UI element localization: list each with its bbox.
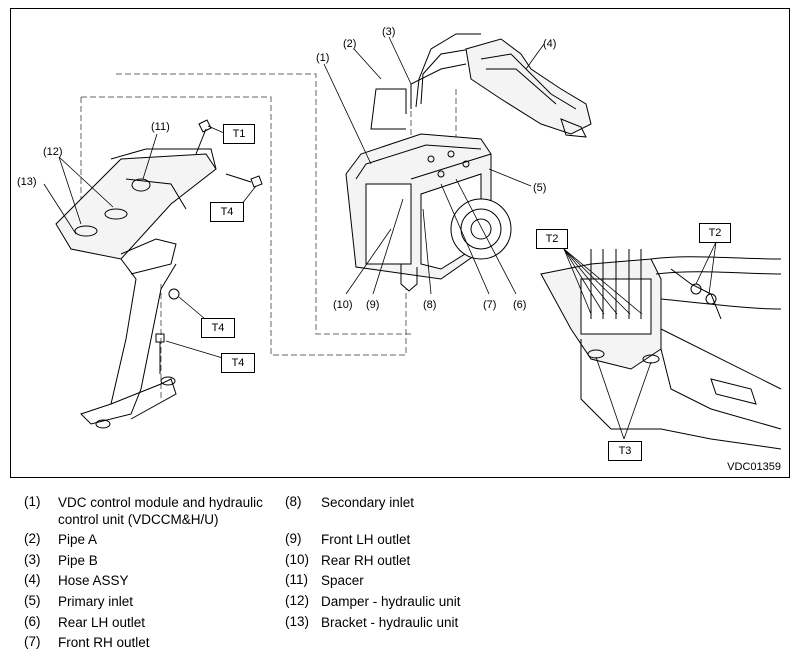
legend-number: (12) (285, 593, 310, 608)
legend-number: (2) (24, 531, 41, 546)
callout-7: (7) (483, 299, 496, 311)
legend-number: (10) (285, 552, 310, 567)
figure-id: VDC01359 (727, 461, 781, 473)
callout-4: (4) (543, 38, 556, 50)
torque-label-t1: T1 (223, 124, 255, 144)
callout-2: (2) (343, 38, 356, 50)
legend-number: (4) (24, 572, 41, 587)
installed-view (540, 249, 782, 450)
legend-number: (8) (285, 494, 302, 509)
callout-3: (3) (382, 26, 395, 38)
legend-label: Primary inlet (58, 594, 134, 609)
legend-label: Front RH outlet (58, 635, 150, 650)
legend-number: (7) (24, 634, 41, 649)
legend-number: (1) (24, 494, 41, 509)
torque-label-t4: T4 (201, 318, 235, 338)
legend-number: (13) (285, 614, 310, 629)
legend-label: Secondary inlet (321, 495, 415, 510)
hydraulic-unit (345, 133, 512, 292)
legend-label: Rear RH outlet (321, 553, 411, 568)
legend-label: Damper - hydraulic unit (321, 594, 461, 609)
torque-label-t3: T3 (608, 441, 642, 461)
legend-label: Front LH outlet (321, 532, 411, 547)
legend-label: Pipe A (58, 532, 98, 547)
legend-label: VDC control module and hydraulic (58, 495, 263, 510)
legend-label: Spacer (321, 573, 364, 588)
legend-number: (6) (24, 614, 41, 629)
legend-number: (11) (285, 572, 309, 587)
brake-pipes (370, 33, 481, 130)
callout-10: (10) (333, 299, 353, 311)
callout-12: (12) (43, 146, 63, 158)
legend-label: Rear LH outlet (58, 615, 146, 630)
callout-1: (1) (316, 52, 329, 64)
callout-13: (13) (17, 176, 37, 188)
diagram-drawing: (1) (2) (3) (4) (5) (6) (7) (8) (9) (10)… (17, 26, 782, 450)
legend-label: Bracket - hydraulic unit (321, 615, 459, 630)
legend-label: Hose ASSY (58, 573, 129, 588)
leader-lines (43, 36, 717, 440)
legend-label-line2: control unit (VDCCM&H/U) (58, 512, 219, 527)
legend-number: (5) (24, 593, 41, 608)
hose-assembly (465, 38, 592, 138)
legend-number: (3) (24, 552, 41, 567)
bracket-assembly (55, 119, 263, 429)
callout-8: (8) (423, 299, 436, 311)
torque-label-t2: T2 (699, 223, 731, 243)
exploded-diagram: (1) (2) (3) (4) (5) (6) (7) (8) (9) (10)… (10, 8, 790, 478)
torque-label-t4: T4 (210, 202, 244, 222)
legend-label: Pipe B (58, 553, 98, 568)
callout-6: (6) (513, 299, 526, 311)
callout-11: (11) (151, 121, 170, 133)
legend-number: (9) (285, 531, 302, 546)
parts-legend: (1) VDC control module and hydraulic con… (0, 490, 800, 658)
callout-9: (9) (366, 299, 379, 311)
torque-label-t4: T4 (221, 353, 255, 373)
callout-5: (5) (533, 182, 546, 194)
torque-label-t2: T2 (536, 229, 568, 249)
